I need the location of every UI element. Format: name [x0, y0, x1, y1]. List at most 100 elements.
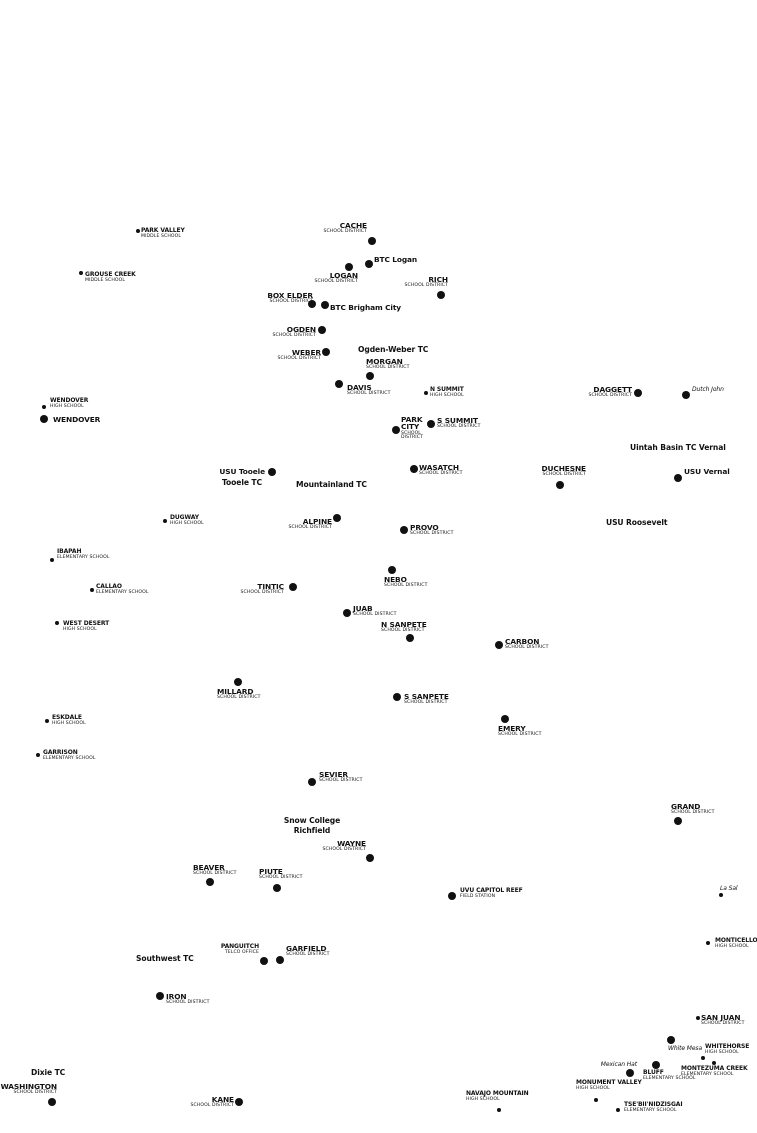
rich-name: RICH: [428, 275, 448, 284]
bluff-name: BLUFF: [643, 1069, 664, 1076]
grand-name: GRAND: [671, 802, 701, 811]
morgan-type: SCHOOL DISTRICT: [366, 365, 410, 371]
montezuma-creek-marker: [712, 1061, 716, 1065]
n-sanpete-marker: [406, 634, 414, 642]
mountainland-tc-label: Mountainland TC: [296, 480, 367, 490]
west-desert-type: HIGH SCHOOL: [63, 627, 97, 632]
cache-marker: [368, 237, 376, 245]
southwest-tc-line: Southwest TC: [136, 954, 194, 963]
provo-marker: [400, 526, 408, 534]
piute-type: SCHOOL DISTRICT: [259, 875, 303, 881]
monticello-marker: [706, 941, 710, 945]
dugway-name: DUGWAY: [170, 514, 199, 521]
duchesne-marker: [556, 481, 564, 489]
bluff-marker: [652, 1061, 660, 1069]
nebo-name: NEBO: [384, 575, 407, 584]
s-summit-name: S SUMMIT: [437, 416, 478, 425]
wayne-type: SCHOOL DISTRICT: [322, 847, 366, 853]
san-juan-name: SAN JUAN: [701, 1013, 741, 1022]
weber-marker: [322, 348, 330, 356]
snow-college-richfield-line: Snow College: [283, 816, 341, 825]
emery-type: SCHOOL DISTRICT: [498, 732, 542, 738]
snow-college-richfield-line: Richfield: [293, 825, 331, 835]
morgan-marker: [366, 372, 374, 380]
ibapah-marker: [50, 558, 54, 562]
usu-tooele-label: USU Tooele: [219, 468, 265, 476]
millard-type: SCHOOL DISTRICT: [217, 695, 261, 701]
tsebii-marker: [616, 1108, 620, 1112]
dutch-john-marker: [682, 391, 690, 399]
millard-marker: [234, 678, 242, 686]
usu-roosevelt-line: USU Roosevelt: [606, 518, 668, 527]
park-valley-type: MIDDLE SCHOOL: [141, 234, 181, 239]
alpine-name: ALPINE: [302, 517, 332, 526]
garrison-type: ELEMENTARY SCHOOL: [43, 756, 96, 761]
nebo-type: SCHOOL DISTRICT: [384, 583, 428, 589]
park-city-marker: [392, 426, 400, 434]
mexican-hat-name: Mexican Hat: [600, 1061, 637, 1068]
carbon-type: SCHOOL DISTRICT: [505, 645, 549, 651]
sevier-name: SEVIER: [319, 770, 348, 779]
ogden-marker: [318, 326, 326, 334]
usu-tooele-marker: [268, 468, 276, 476]
washington-name: WASHINGTON: [0, 1082, 58, 1091]
eskdale-marker: [45, 719, 49, 723]
sevier-type: SCHOOL DISTRICT: [319, 778, 363, 784]
provo-name: PROVO: [410, 523, 439, 532]
wendover-label: WENDOVER: [53, 416, 100, 424]
montezuma-creek-type: ELEMENTARY SCHOOL: [681, 1072, 734, 1077]
weber-type: SCHOOL DISTRICT: [277, 356, 321, 362]
dugway-type: HIGH SCHOOL: [170, 521, 204, 526]
callao-type: ELEMENTARY SCHOOL: [96, 590, 149, 595]
panguitch-marker: [260, 957, 268, 965]
eskdale-name: ESKDALE: [52, 714, 82, 721]
rich-type: SCHOOL DISTRICT: [404, 283, 448, 289]
btc-logan-marker: [365, 260, 373, 268]
ibapah-name: IBAPAH: [57, 548, 82, 555]
mountainland-tc-line: Mountainland TC: [296, 480, 367, 489]
cache-name: CACHE: [339, 221, 367, 230]
s-summit-marker: [427, 420, 435, 428]
dutch-john-name: Dutch John: [692, 386, 724, 393]
navajo-mountain-marker: [497, 1108, 501, 1112]
garrison-marker: [36, 753, 40, 757]
callao-marker: [90, 588, 94, 592]
uvu-capitol-reef-type: FIELD STATION: [460, 894, 496, 899]
grand-type: SCHOOL DISTRICT: [671, 810, 715, 816]
usu-vernal-name: USU Vernal: [684, 467, 730, 476]
dixie-tc-label: Dixie TC: [31, 1068, 65, 1078]
btc-brigham-city-label: BTC Brigham City: [330, 304, 401, 312]
tooele-tc-label: Tooele TC: [222, 478, 262, 488]
mexican-hat-marker: [626, 1069, 634, 1077]
washington-marker: [48, 1098, 56, 1106]
white-mesa-marker: [667, 1036, 675, 1044]
alpine-marker: [333, 514, 341, 522]
navajo-mountain-type: HIGH SCHOOL: [466, 1097, 500, 1102]
san-juan-type: SCHOOL DISTRICT: [701, 1021, 745, 1027]
juab-type: SCHOOL DISTRICT: [353, 612, 397, 618]
n-summit-name: N SUMMIT: [430, 386, 464, 393]
panguitch-name: PANGUITCH: [220, 943, 259, 950]
ogden-name: OGDEN: [286, 325, 316, 334]
